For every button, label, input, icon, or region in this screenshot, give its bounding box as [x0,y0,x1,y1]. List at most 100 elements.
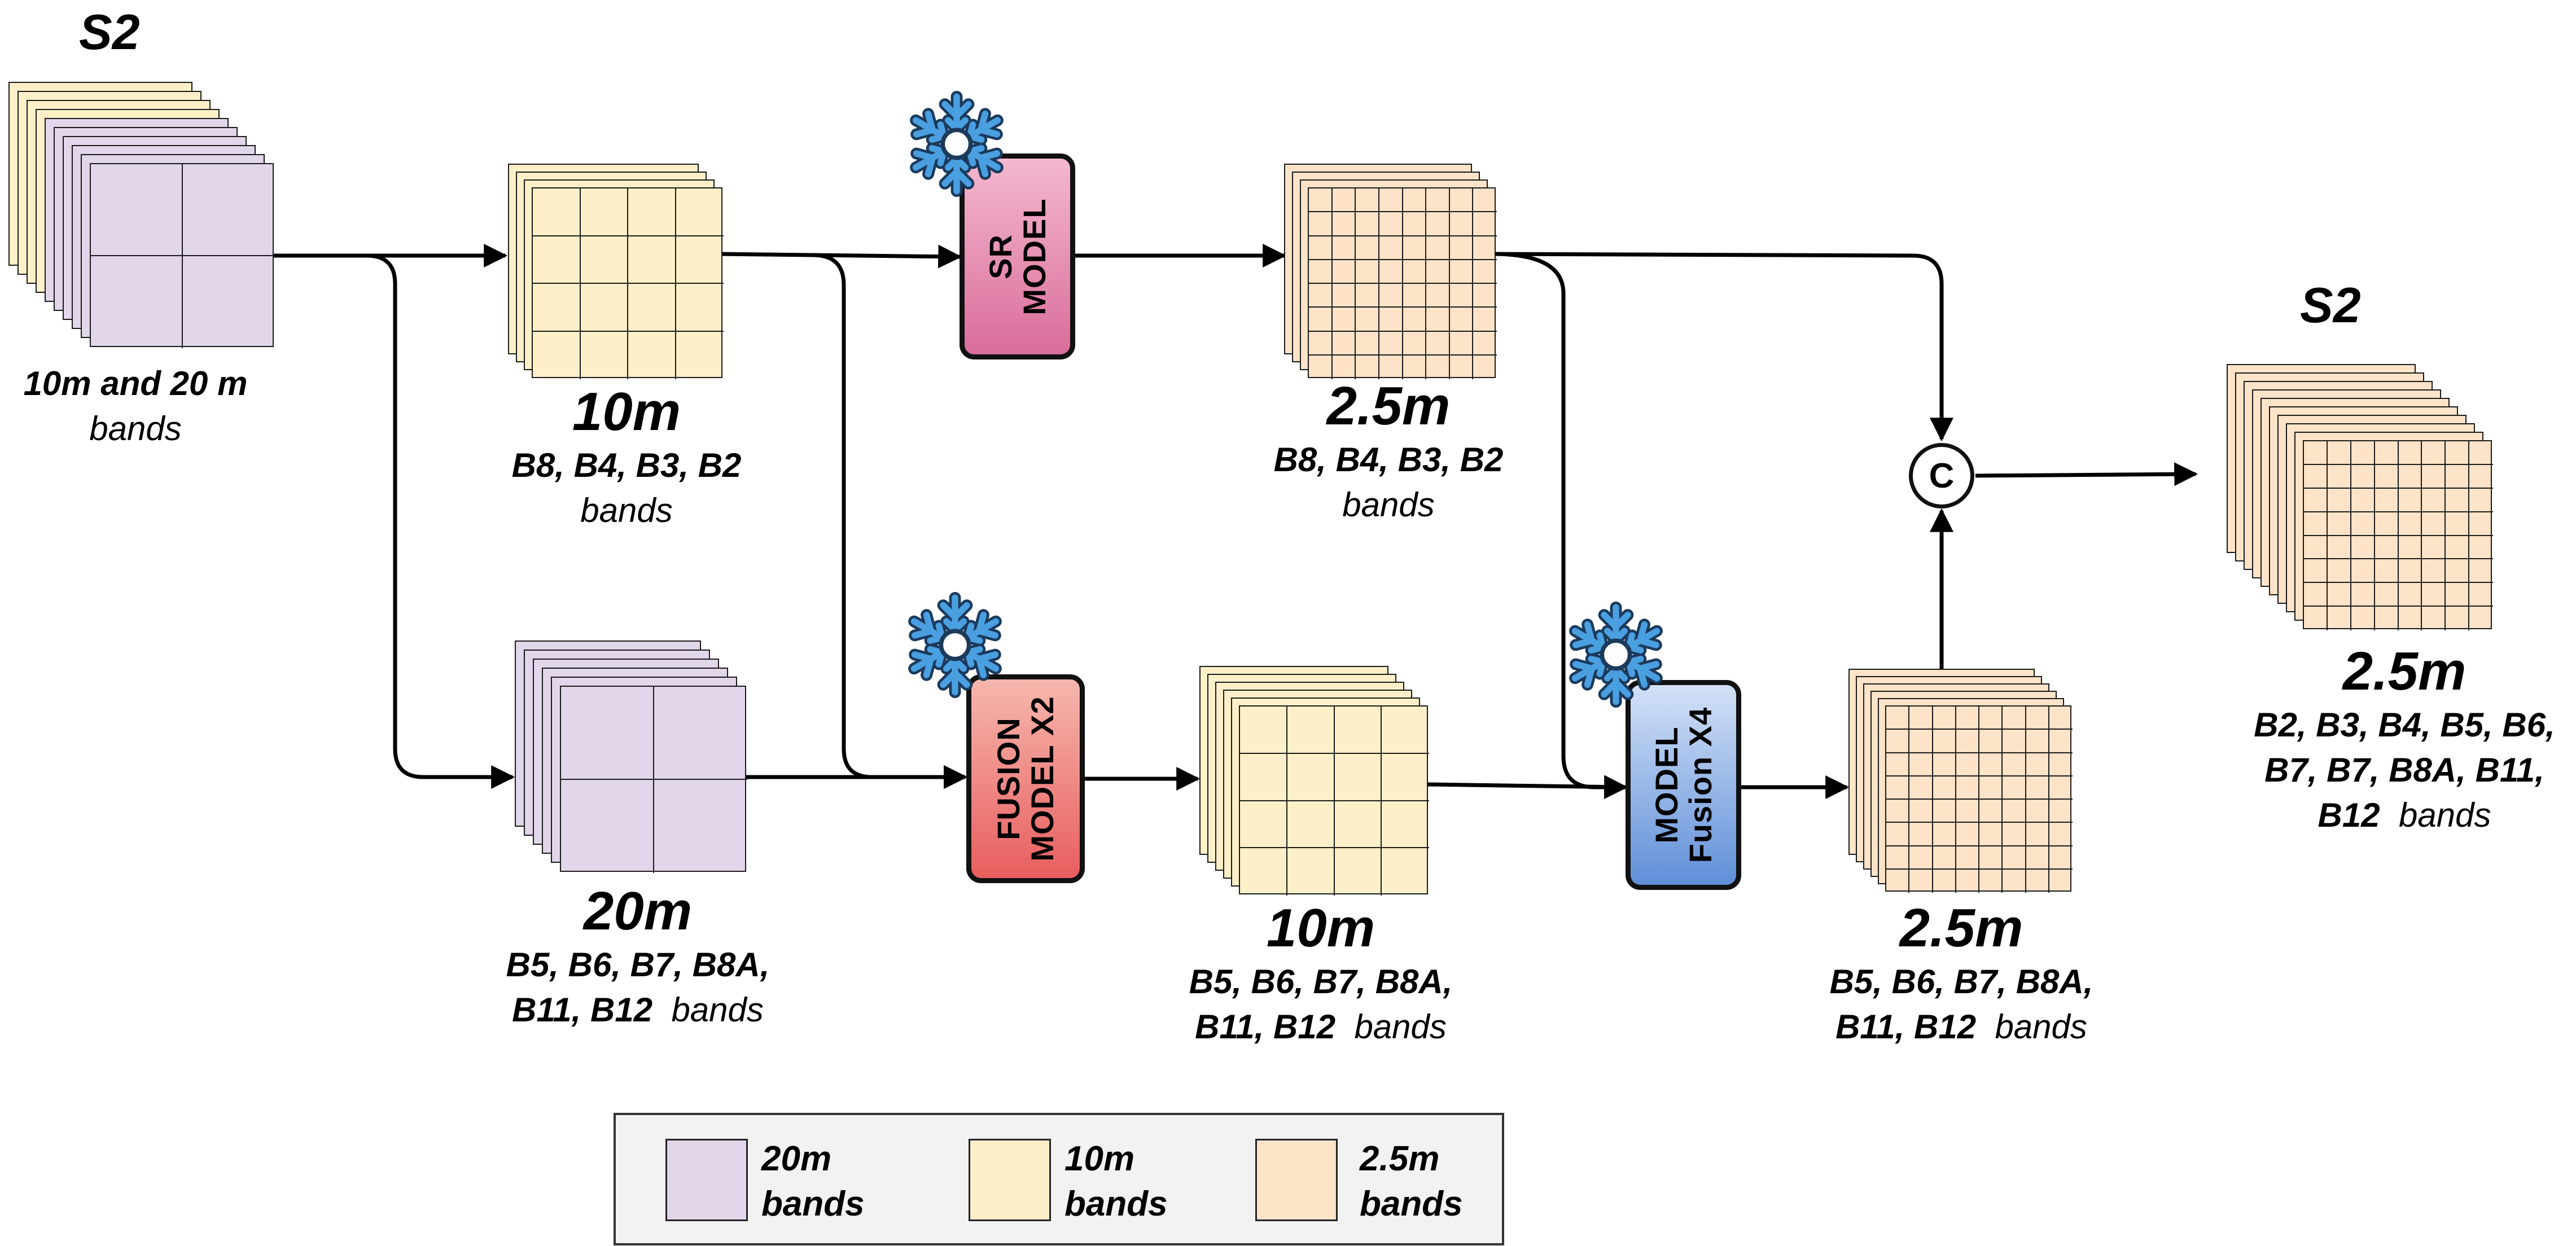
grid-cell [1382,801,1429,849]
grid-cell [1909,776,1933,800]
legend-swatch-2_5m [1255,1139,1338,1221]
grid-cell [1909,730,1933,753]
grid-cell [2003,800,2026,823]
legend-label-2_5m-line1: 2.5m [1360,1139,1440,1178]
grid-cell [1382,848,1429,896]
grid-cell [1379,236,1403,260]
stack-front-grid [1885,705,2073,893]
grid-cell [1426,331,1450,356]
grid-cell [2049,846,2073,870]
grid-cell [2469,536,2493,560]
grid-cell [580,188,628,236]
legend-label-10m-line1: 10m [1064,1139,1135,1178]
grid-cell [1449,236,1474,260]
grid-cell [580,284,628,332]
grid-cell [1933,800,1956,823]
grid-cell [2049,730,2073,753]
grid-cell [1379,355,1403,379]
final-output-title: S2 [2300,277,2361,333]
grid-cell [1287,753,1335,801]
caption-fusion-x4-output-bands-word: bands [1995,1008,2087,1046]
grid-cell [561,780,654,873]
grid-cell [1449,308,1474,332]
grid-cell [628,331,676,379]
grid-cell [676,284,724,332]
grid-cell [676,236,724,284]
grid-cell [1886,730,1910,753]
grid-cell [1473,260,1497,284]
caption-fusion-x4-output: 2.5m B5, B6, B7, B8A, B11, B12 bands [1820,897,2102,1050]
grid-cell [2026,800,2049,823]
caption-fusion-x2-output-bands-word: bands [1354,1008,1447,1046]
grid-cell [581,331,628,379]
grid-cell [2446,583,2470,607]
fusion-x2-label-line1: FUSION [991,717,1026,840]
grid-cell [1909,753,1933,776]
caption-fusion-x2-output-band-line1: B5, B6, B7, B8A, [1189,963,1453,1001]
caption-final-output-band-line1: B2, B3, B4, B5, B6, [2254,706,2555,744]
grid-cell [2003,869,2026,893]
grid-cell [2422,488,2446,512]
caption-20m-band-line2: B11, B12 [512,991,653,1029]
grid-cell [2327,488,2351,512]
grid-cell [2398,441,2422,465]
caption-final-output-band-line3: B12 [2317,796,2380,834]
grid-cell [2304,464,2328,489]
grid-cell [1956,707,1979,730]
grid-cell [1403,355,1427,379]
wire-10m-to-sr [717,244,962,269]
grid-cell [2375,464,2399,489]
grid-cell [1473,236,1497,260]
input-resolution: 10m and 20 m [23,365,248,402]
grid-cell [2398,559,2422,583]
grid-cell [1449,212,1474,236]
grid-cell [2327,464,2351,489]
grid-cell [2398,512,2422,536]
grid-cell [1309,188,1333,213]
caption-20m-resolution: 20m [583,881,693,941]
grid-cell [2304,583,2328,607]
grid-cell [1335,848,1382,896]
grid-cell [1332,236,1356,260]
caption-10m-bands-word: bands [580,492,673,529]
grid-cell [2304,488,2328,512]
legend: 20m bands 10m bands 2.5m bands [614,1113,1504,1245]
caption-final-output: 2.5m B2, B3, B4, B5, B6, B7, B7, B8A, B1… [2235,640,2574,838]
grid-cell [1309,331,1333,356]
grid-cell [2351,559,2375,583]
grid-cell [1332,284,1356,308]
grid-cell [2469,583,2493,607]
legend-label-20m-line1: 20m [761,1139,832,1178]
sr-model-label-line2: MODEL [1016,198,1052,315]
caption-10m: 10m B8, B4, B3, B2 bands [497,381,756,533]
wire-2_5m-to-fusion-x4 [1492,252,1628,799]
grid-cell [2049,776,2073,800]
grid-cell [561,687,654,780]
grid-cell [183,164,275,256]
caption-final-output-band-line2: B7, B7, B8A, B11, [2264,751,2544,789]
grid-cell [2351,583,2375,607]
grid-cell [654,780,747,873]
grid-cell [1979,776,2003,800]
grid-cell [1382,707,1429,754]
grid-cell [2026,823,2049,846]
grid-cell [1956,869,1979,893]
wire-input-to-20m [366,253,515,789]
grid-cell [1309,284,1333,308]
grid-cell [2327,583,2351,607]
grid-cell [1356,308,1379,332]
grid-cell [1979,800,2003,823]
input-bands-word: bands [89,410,182,447]
grid-cell [2351,488,2375,512]
grid-cell [2026,869,2049,893]
final-output-stack [2227,364,2493,630]
grid-cell [2351,607,2375,630]
grid-cell [2026,776,2049,800]
grid-cell [2026,707,2049,730]
caption-fusion-x2-output-resolution: 10m [1266,898,1375,958]
grid-cell [1379,308,1403,332]
fusion-x4-label-line2: Fusion X4 [1682,707,1718,863]
grid-cell [2049,707,2073,730]
stack-sr-output-2_5m [1284,164,1497,379]
stack-front-grid [2303,440,2493,630]
